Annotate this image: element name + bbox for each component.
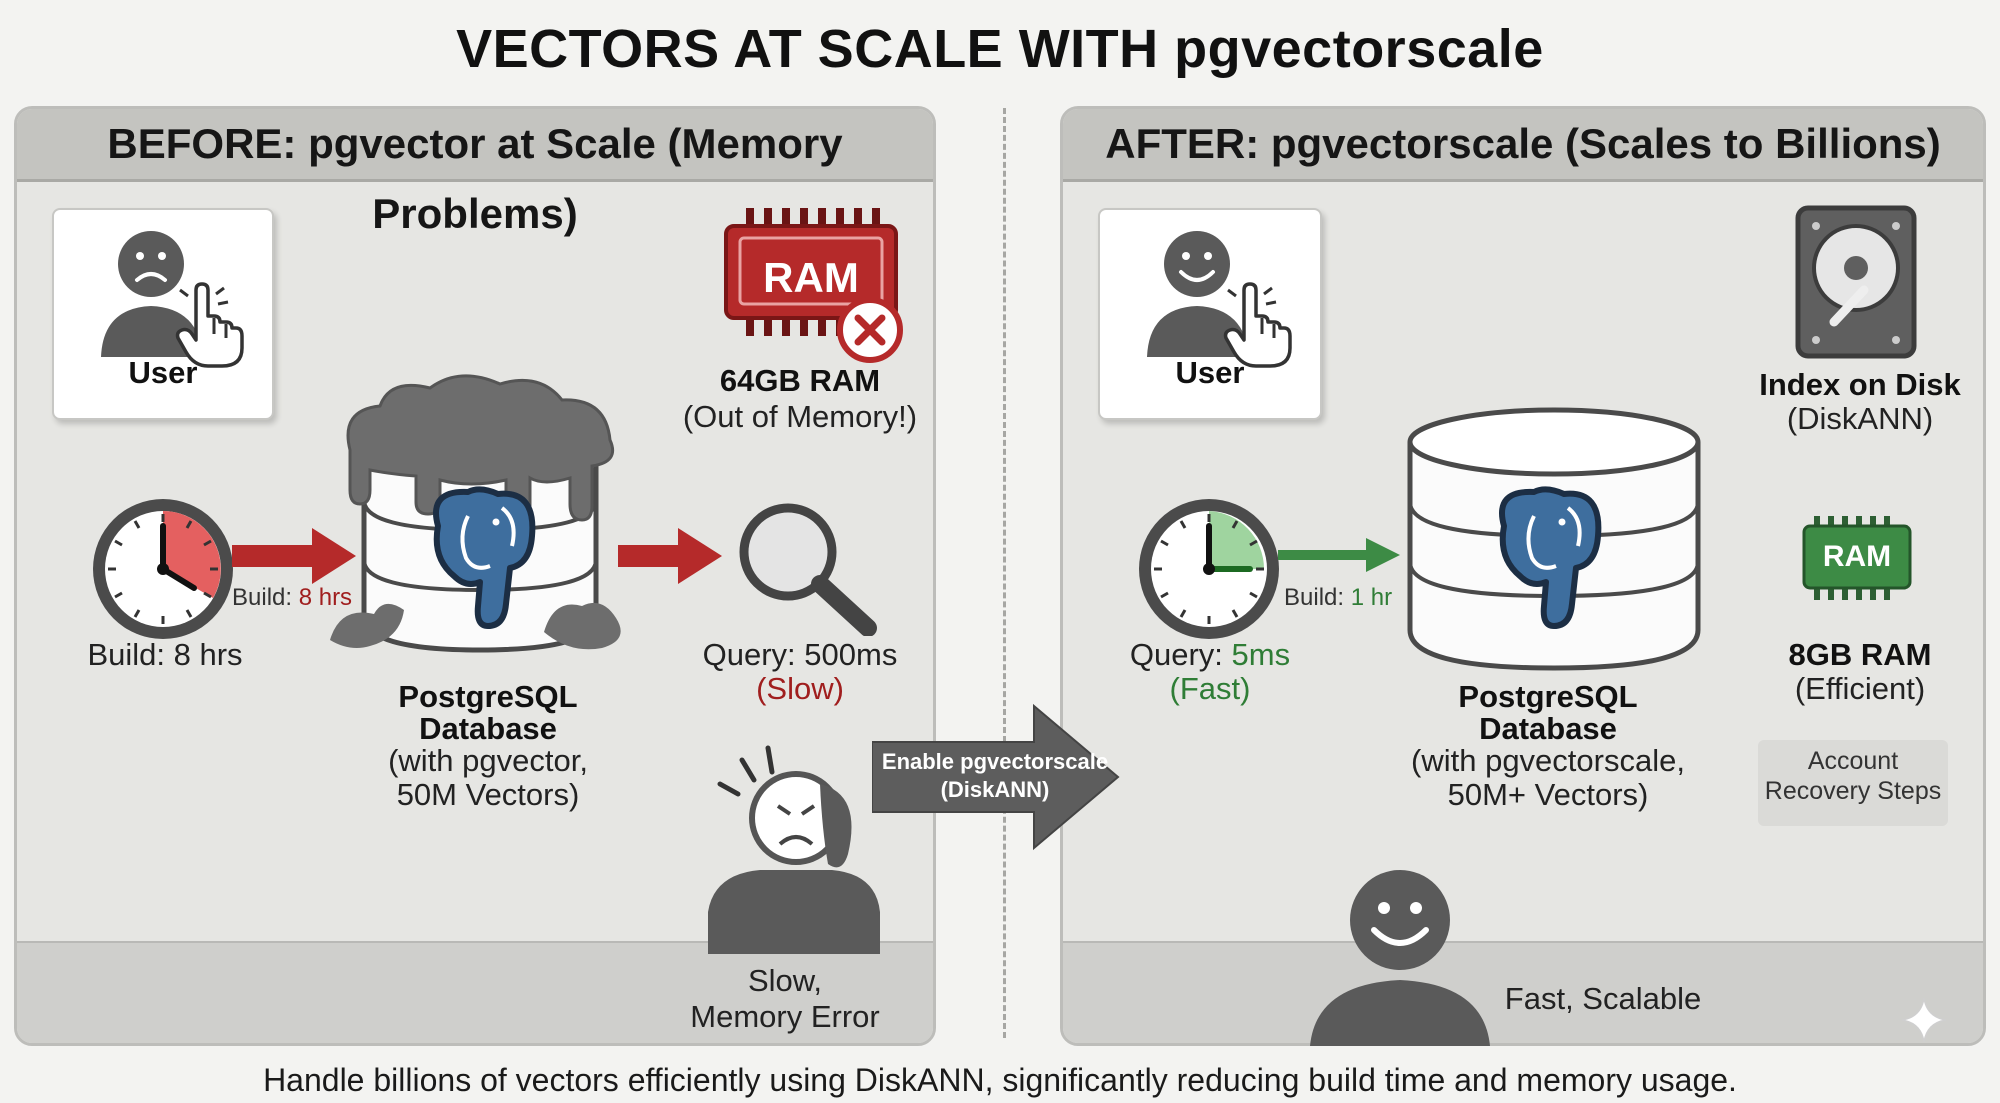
magnifier-icon [739, 503, 877, 636]
ram-chip-icon [724, 208, 898, 336]
after-footer: Fast, Scalable [1504, 981, 1702, 1016]
before-ram-chip-label: RAM [763, 254, 859, 301]
after-side-note-line2: Recovery Steps [1764, 777, 1942, 805]
after-db-detail-line1: (with pgvectorscale, [1411, 743, 1685, 778]
pointer-hand-icon [175, 282, 244, 368]
enable-line2: (DiskANN) [940, 776, 1050, 802]
after-side-note: Account Recovery Steps [1758, 740, 1948, 826]
before-query-status: (Slow) [756, 671, 844, 706]
after-ram-label: 8GB RAM [1788, 637, 1932, 672]
before-query-arrow [618, 528, 722, 584]
hard-disk-icon [1795, 205, 1917, 359]
before-panel-header: BEFORE: pgvector at Scale (Memory Proble… [17, 109, 933, 237]
before-db-title-line1: PostgreSQL [398, 679, 578, 714]
postgres-elephant-icon [1499, 486, 1602, 629]
before-ram-label: 64GB RAM [719, 363, 881, 398]
before-build-arrow-label: Build: 8 hrs [232, 584, 362, 612]
footer-caption: Handle billions of vectors efficiently u… [263, 1062, 1737, 1098]
stressed-person-icon [708, 745, 880, 954]
enable-line1: Enable pgvectorscale [881, 749, 1109, 774]
after-disk-detail: (DiskANN) [1786, 401, 1934, 436]
postgres-elephant-icon [433, 486, 536, 629]
after-side-note-line1: Account [1807, 747, 1899, 775]
after-query-prefix: Query: [1129, 637, 1232, 672]
sparkle-icon [1901, 997, 1947, 1043]
after-build-arrow-label: Build: 1 hr [1284, 584, 1434, 612]
before-build-arrow [232, 528, 356, 584]
after-build-arrow-prefix: Build: [1284, 584, 1351, 611]
after-disk-label: Index on Disk [1759, 367, 1961, 402]
after-query-value: 5ms [1231, 637, 1291, 672]
clock-icon [93, 499, 233, 639]
after-ram-status: (Efficient) [1794, 671, 1926, 706]
before-db-detail-line1: (with pgvector, [388, 743, 588, 778]
after-query-label: Query: 5ms [1110, 638, 1310, 671]
before-user-card: User [52, 208, 274, 420]
before-build-label: Build: 8 hrs [87, 637, 243, 672]
ram-chip-icon [1802, 516, 1912, 600]
before-db-title-line2: Database [419, 711, 557, 746]
after-build-arrow-value: 1 hr [1350, 584, 1393, 611]
after-db-title-line1: PostgreSQL [1458, 679, 1638, 714]
after-panel-header: AFTER: pgvectorscale (Scales to Billions… [1063, 109, 1983, 182]
enable-pgvectorscale-arrow [872, 703, 1120, 851]
before-build-arrow-prefix: Build: [232, 584, 299, 611]
user-happy-icon [1310, 870, 1490, 1046]
after-user-label: User [1175, 355, 1245, 390]
user-happy-icon [1147, 231, 1249, 357]
after-db-detail-line2: 50M+ Vectors) [1447, 777, 1649, 812]
page-title: VECTORS AT SCALE WITH pgvectorscale [456, 19, 1544, 79]
before-build-arrow-value: 8 hrs [298, 584, 353, 611]
panel-divider [1003, 108, 1006, 1038]
after-query-status: (Fast) [1169, 671, 1251, 706]
before-ram-status: (Out of Memory!) [682, 399, 918, 434]
before-query-label: Query: 500ms [702, 637, 898, 672]
before-user-label: User [128, 355, 198, 390]
pointer-hand-icon [1223, 282, 1292, 368]
error-x-icon [837, 297, 903, 363]
before-footer-line1: Slow, [747, 963, 823, 998]
after-user-card: User [1098, 208, 1322, 420]
clock-icon [1139, 499, 1279, 639]
before-panel-footer [17, 941, 933, 1043]
enable-pgvectorscale-label: Enable pgvectorscale (DiskANN) [870, 748, 1120, 803]
after-build-arrow [1278, 538, 1400, 572]
user-sad-icon [101, 231, 203, 357]
before-footer-line2: Memory Error [690, 999, 880, 1034]
after-ram-chip-label: RAM [1822, 540, 1892, 573]
before-db-detail-line2: 50M Vectors) [396, 777, 580, 812]
after-panel-footer [1063, 941, 1983, 1043]
after-db-title-line2: Database [1479, 711, 1617, 746]
